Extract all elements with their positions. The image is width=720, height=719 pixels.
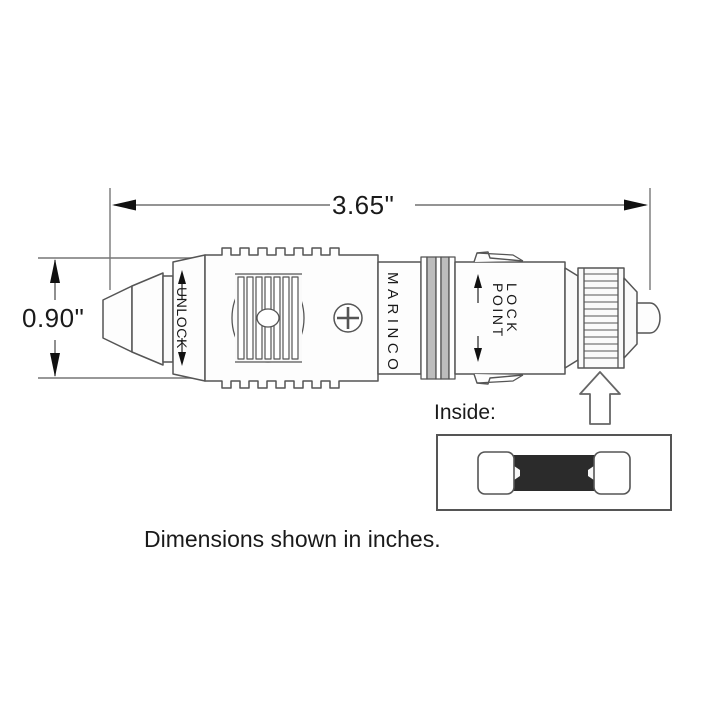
spring-clip-bottom: [473, 373, 524, 385]
spring-clip-top: [473, 251, 524, 263]
arrow-up-outline-icon: [579, 371, 621, 425]
arrow-up-icon: [474, 274, 482, 288]
arrow-up-icon: [50, 259, 60, 283]
point-label: POINT: [490, 283, 506, 339]
lock-point-barrel: [454, 261, 566, 375]
inside-detail-box: [436, 434, 672, 511]
vertical-dimension: [38, 257, 200, 379]
phillips-screw-slot-icon: [337, 307, 359, 329]
nose-cone-taper: [131, 272, 164, 366]
fuse-element: [498, 455, 610, 491]
knurled-end-cap: [577, 267, 625, 369]
spring-clip-top-edge: [476, 252, 524, 262]
center-pin: [636, 302, 661, 334]
lock-label: LOCK: [504, 283, 520, 336]
arrow-down-icon: [474, 348, 482, 362]
horizontal-dimension-label: 3.65": [332, 190, 395, 220]
unlock-label: UNLOCK: [174, 287, 190, 349]
banded-collar: [420, 256, 456, 380]
arrow-up-icon: [178, 270, 186, 284]
arrow-down-icon: [178, 352, 186, 366]
cone-base-ring: [162, 275, 174, 363]
horizontal-dimension: [109, 188, 651, 290]
nose-cone-tip: [102, 285, 133, 353]
knurl-lines: [584, 273, 618, 359]
fuse-cap-left: [477, 451, 515, 495]
units-caption: Dimensions shown in inches.: [144, 526, 441, 552]
unlock-arrow-group: [178, 270, 186, 366]
spring-clip-bottom-edge: [476, 374, 524, 384]
inside-heading: Inside:: [434, 401, 496, 424]
vertical-dimension-label: 0.90": [22, 303, 85, 333]
connector-body: [102, 247, 661, 389]
brand-label: MARINCO: [384, 272, 401, 375]
lock-point-arrow-group: [474, 274, 482, 362]
cap-end-taper: [623, 277, 638, 359]
cap-shoulder: [564, 267, 579, 369]
arrow-left-icon: [112, 199, 136, 211]
arrow-down-icon: [50, 353, 60, 377]
fuse-cap-right: [593, 451, 631, 495]
arrow-right-icon: [624, 199, 648, 211]
fuse-box-border: [436, 434, 672, 511]
grip-center-hole: [256, 308, 280, 328]
